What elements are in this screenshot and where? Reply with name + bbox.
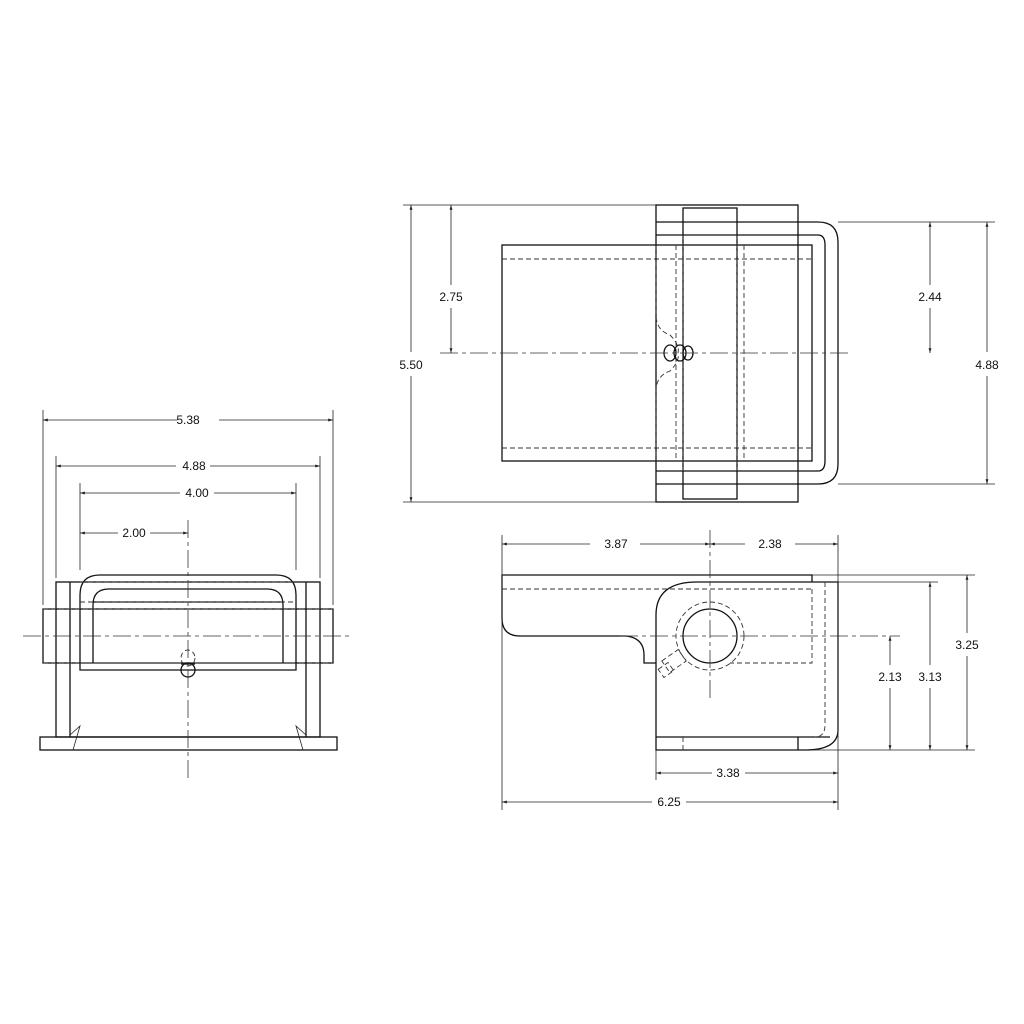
body-outline: [501, 574, 813, 664]
dim-3-13: 3.13: [918, 670, 942, 684]
hidden-cutout: [655, 245, 679, 461]
dim-2-75: 2.75: [439, 290, 463, 304]
dim-4-88-top: 4.88: [975, 358, 999, 372]
top-view: 5.50 2.75 2.44 4.88: [399, 204, 999, 503]
dim-2-38: 2.38: [758, 537, 782, 551]
front-view: 5.38 4.88 4.00 2.00: [23, 410, 353, 778]
dim-3-38: 3.38: [716, 766, 740, 780]
bolt-icon: [657, 648, 687, 679]
dim-2-13: 2.13: [878, 670, 902, 684]
dim-6-25: 6.25: [657, 795, 681, 809]
dim-2-44: 2.44: [918, 290, 942, 304]
dim-4-88: 4.88: [182, 459, 206, 473]
dim-5-38: 5.38: [176, 413, 200, 427]
dim-3-87: 3.87: [604, 537, 628, 551]
frame-outline: [655, 581, 839, 751]
center-strip: [682, 207, 738, 500]
dim-2-00: 2.00: [122, 526, 146, 540]
dim-4-00: 4.00: [185, 486, 209, 500]
weld-marks: [69, 724, 307, 751]
dim-3-25: 3.25: [955, 638, 979, 652]
dim-5-50: 5.50: [399, 358, 423, 372]
handle-outer: [79, 574, 297, 671]
side-view: 3.87 2.38 3.38 6.25 2.13 3.13 3.25: [501, 530, 979, 810]
frame-outline: [655, 204, 799, 503]
base-plate: [39, 736, 338, 751]
